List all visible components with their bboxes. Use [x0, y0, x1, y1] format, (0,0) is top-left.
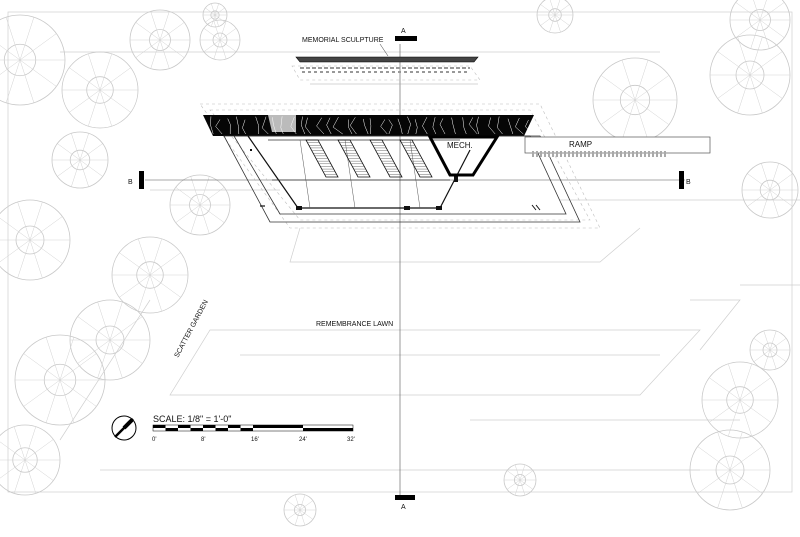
- tree-symbol-icon: [111, 236, 189, 314]
- section-marker-b-right: B: [679, 171, 691, 189]
- north-arrow-icon: [111, 415, 137, 441]
- scale-tick-8: 8': [201, 437, 205, 443]
- section-label-a-top: A: [401, 28, 406, 35]
- tree-symbol-icon: [536, 0, 574, 34]
- section-label-a-bottom: A: [401, 504, 406, 511]
- memorial-wall: [203, 115, 534, 136]
- tree-symbol-icon: [202, 2, 228, 28]
- section-lines: [145, 44, 685, 495]
- mech-room: MECH.: [427, 135, 500, 177]
- scale-title: SCALE: 1/8" = 1'-0": [153, 414, 231, 424]
- stair-well: [337, 139, 371, 178]
- tree-symbol-icon: [0, 199, 71, 281]
- stair-wells: [305, 139, 433, 178]
- tree-symbol-icon: [729, 0, 791, 51]
- tree-symbol-icon: [749, 329, 791, 371]
- tree-symbol-icon: [283, 493, 317, 527]
- tree-symbol-icon: [169, 174, 231, 236]
- section-marker-b-left: B: [128, 171, 144, 189]
- ramp-label: RAMP: [569, 140, 592, 149]
- tree-symbol-icon: [709, 34, 791, 116]
- tree-symbol-icon: [129, 9, 191, 71]
- section-label-b-right: B: [686, 179, 691, 186]
- scale-tick-32: 32': [347, 437, 355, 443]
- tree-symbol-icon: [503, 463, 537, 497]
- tree-symbol-icon: [592, 57, 678, 143]
- scale-bar: SCALE: 1/8" = 1'-0" 0' 8' 16' 24' 32': [152, 414, 355, 443]
- scale-tick-24: 24': [299, 437, 307, 443]
- tree-symbol-icon: [199, 19, 241, 61]
- tree-symbol-icon: [701, 361, 779, 439]
- mech-label: MECH.: [447, 141, 473, 150]
- memorial-sculpture: [291, 56, 481, 85]
- tree-symbol-icon: [69, 299, 151, 381]
- tree-symbol-icon: [61, 51, 139, 129]
- tree-symbol-icon: [14, 334, 106, 426]
- tree-symbol-icon: [741, 161, 799, 219]
- tree-symbol-icon: [689, 429, 771, 511]
- stair-well: [369, 139, 403, 178]
- section-marker-a-bottom: A: [395, 495, 415, 511]
- scatter-garden-label: SCATTER GARDEN: [174, 299, 210, 359]
- remembrance-lawn-label: REMEMBRANCE LAWN: [316, 321, 393, 328]
- scale-tick-16: 16': [251, 437, 259, 443]
- building-floor-plan: [223, 135, 581, 223]
- stair-well: [399, 139, 433, 178]
- section-marker-a-top: A: [395, 28, 417, 41]
- building-dash-outlines: [199, 103, 601, 229]
- scale-tick-0: 0': [152, 437, 156, 443]
- tree-symbol-icon: [51, 131, 109, 189]
- tree-symbol-icon: [0, 14, 66, 106]
- tree-symbol-icon: [0, 424, 61, 496]
- ramp: RAMP: [524, 136, 711, 157]
- stair-well: [305, 139, 339, 178]
- memorial-sculpture-label: MEMORIAL SCULPTURE: [302, 37, 384, 44]
- section-label-b-left: B: [128, 179, 133, 186]
